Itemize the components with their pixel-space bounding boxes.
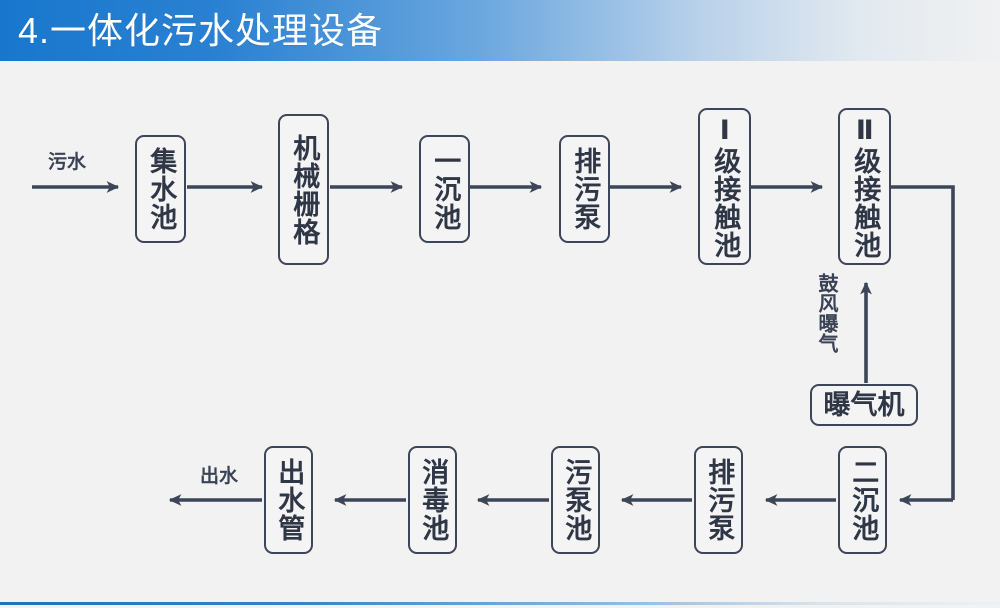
node-jixieshange[interactable]: 机械栅格	[278, 114, 329, 265]
node-xiaoduchi[interactable]: 消毒池	[408, 446, 457, 554]
node-label: Ⅰ级接触池	[710, 114, 741, 259]
node-label: 消毒池	[418, 458, 449, 542]
slide-header-bar: 4.一体化污水处理设备	[0, 0, 1000, 61]
node-paiwubeng-top[interactable]: 排污泵	[559, 135, 610, 243]
node-label: 出水管	[274, 458, 305, 542]
page-title: 4.一体化污水处理设备	[18, 10, 384, 51]
node-label: 排污泵	[570, 147, 601, 231]
node-label: 一沉池	[430, 147, 461, 231]
node-wubengchi[interactable]: 污泵池	[551, 446, 600, 554]
node-label: 机械栅格	[289, 133, 320, 246]
footer-accent-rule	[0, 602, 1000, 605]
node-baoqiji[interactable]: 曝气机	[810, 384, 918, 426]
flow-connectors	[32, 181, 955, 506]
node-label: 集水池	[146, 147, 177, 231]
node-erchenchi[interactable]: 二沉池	[838, 446, 887, 554]
node-yichenchi[interactable]: 一沉池	[419, 135, 470, 243]
node-jiechuchi-2[interactable]: Ⅱ级接触池	[838, 108, 891, 265]
label-aeration: 鼓风曝气	[815, 273, 837, 353]
label-outlet: 出水	[200, 466, 239, 487]
node-paiwubeng-bottom[interactable]: 排污泵	[694, 446, 743, 554]
connector-right-drop	[889, 185, 955, 500]
node-label: Ⅱ级接触池	[850, 114, 881, 259]
node-jishuichi[interactable]: 集水池	[135, 135, 186, 243]
node-label: 排污泵	[704, 458, 735, 542]
label-inlet: 污水	[48, 152, 87, 173]
node-label: 二沉池	[848, 458, 879, 542]
process-flow-diagram: 污水 出水 鼓风曝气 集水池 机械栅格 一沉池 排污泵 Ⅰ级接触池 Ⅱ级接触池 …	[0, 61, 1000, 602]
node-label: 污泵池	[561, 458, 592, 542]
node-chushuiguan[interactable]: 出水管	[264, 446, 313, 554]
node-label: 曝气机	[823, 389, 905, 420]
node-jiechuchi-1[interactable]: Ⅰ级接触池	[698, 108, 751, 265]
